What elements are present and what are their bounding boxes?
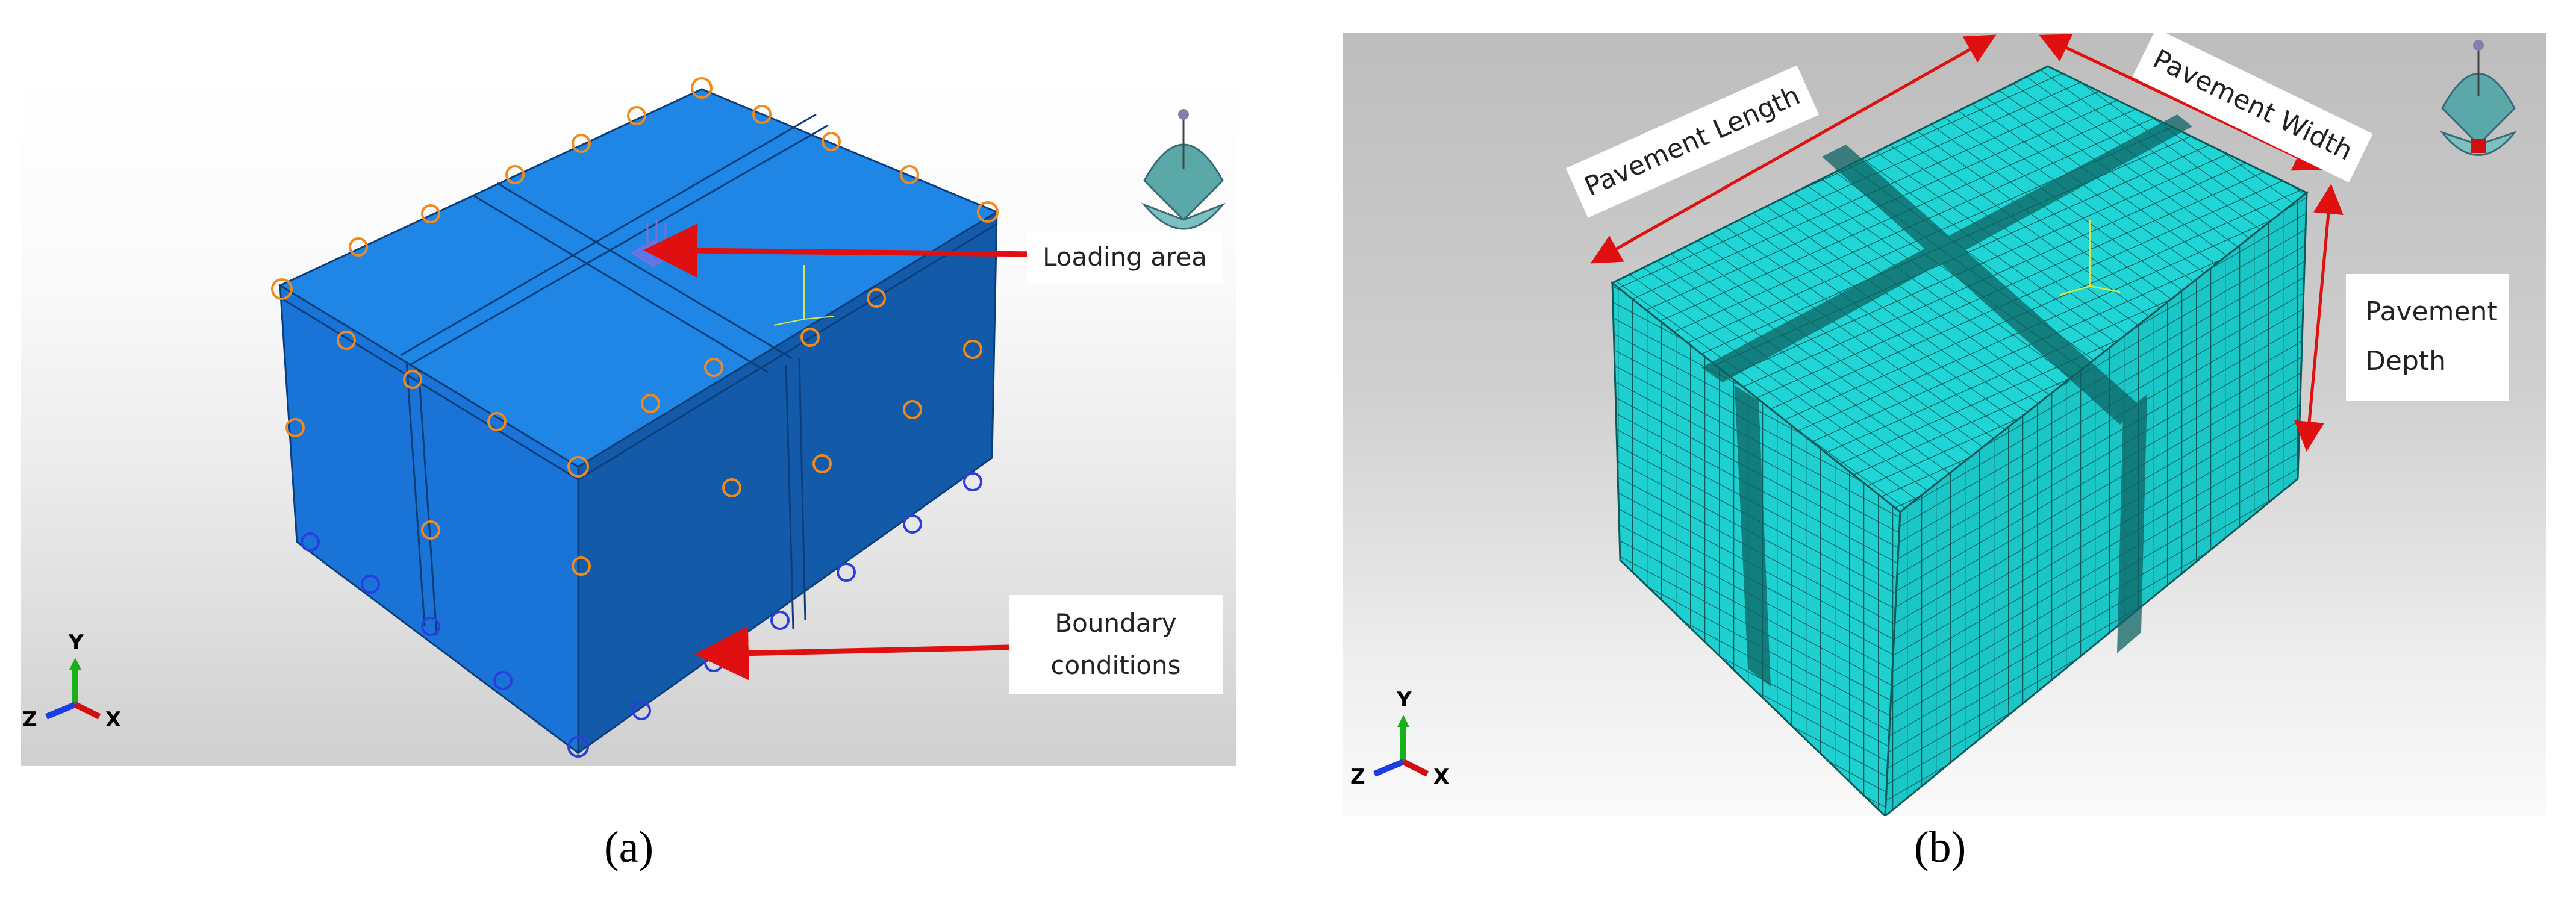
panel-b-canvas: Y Z X <box>1350 34 2518 816</box>
bc-markers-blue <box>301 472 982 758</box>
loading-area-arrow <box>643 223 1040 278</box>
panel-b-mesh-model: Y Z X Pavement Length Pavement Width Pav… <box>1343 33 2546 816</box>
panel-a-abaqus-model: Y Z X Loading area Boundary conditions <box>21 72 1236 766</box>
panel-a-caption: (a) <box>604 823 654 872</box>
local-csys <box>773 265 835 326</box>
bc-markers-orange <box>271 77 999 576</box>
block-side-face <box>577 210 998 755</box>
global-axis-triad: Y Z X <box>22 631 121 732</box>
panel-a-canvas: Y Z X <box>22 77 1226 758</box>
mesh-local-csys <box>2059 220 2121 296</box>
triad-y-label: Y <box>68 631 84 655</box>
boundary-conditions-label: Boundary conditions <box>1009 595 1223 694</box>
triad-z-label: Z <box>22 708 37 732</box>
view-cube-icon-b <box>2439 40 2518 156</box>
triad-b-x-label: X <box>1433 765 1449 789</box>
boundary-arrow <box>694 626 1009 681</box>
view-cube-icon <box>1141 109 1226 247</box>
boundary-label-line2: conditions <box>1050 650 1181 680</box>
loading-area-label: Loading area <box>1027 231 1223 284</box>
pavement-depth-label: Pavement Depth <box>2346 274 2509 401</box>
depth-label-line1: Pavement <box>2365 296 2498 327</box>
depth-dimension-arrow <box>2294 184 2344 452</box>
boundary-label-line1: Boundary <box>1055 608 1177 638</box>
triad-b-z-label: Z <box>1350 765 1365 789</box>
triad-b-y-label: Y <box>1396 688 1412 712</box>
global-axis-triad-b: Y Z X <box>1350 688 1449 789</box>
panel-b-caption: (b) <box>1914 823 1966 872</box>
length-dimension-arrow <box>1590 34 1997 264</box>
partition-lines <box>279 113 997 636</box>
depth-label-line2: Depth <box>2365 346 2447 376</box>
mesh-side-face <box>1884 190 2308 816</box>
triad-x-label: X <box>105 708 121 732</box>
